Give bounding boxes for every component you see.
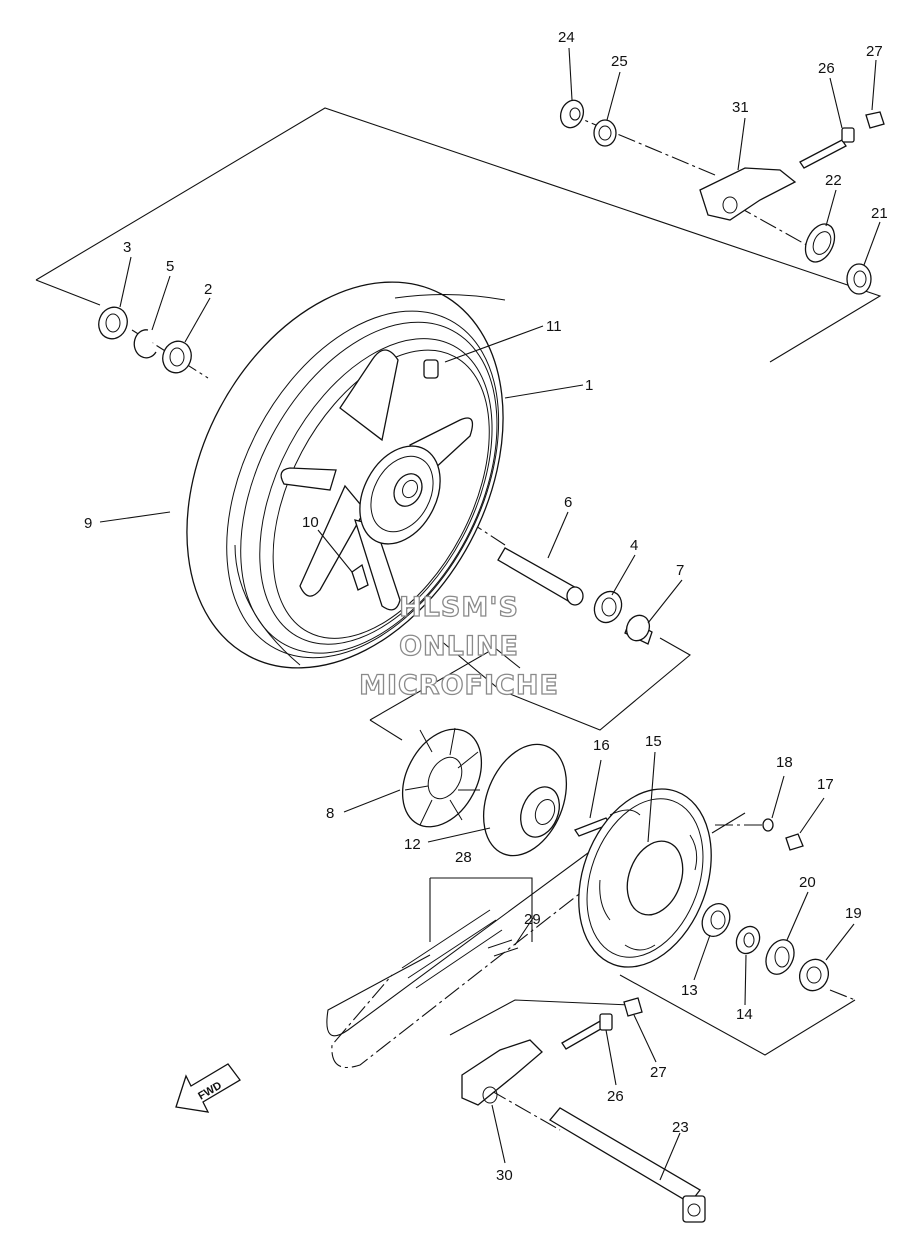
rear-sprocket xyxy=(578,788,712,968)
left-bearings xyxy=(98,306,192,374)
callout-15: 15 xyxy=(645,733,662,750)
axle-spacers xyxy=(497,547,653,645)
watermark-line-2: ONLINE xyxy=(399,631,519,662)
right-bearings xyxy=(701,818,830,992)
callout-7: 7 xyxy=(676,562,684,579)
top-right-parts xyxy=(559,99,885,295)
callout-1: 1 xyxy=(585,377,593,394)
callout-19: 19 xyxy=(845,905,862,922)
callout-26-top: 26 xyxy=(818,60,835,77)
watermark: HLSM'S ONLINE MICROFICHE xyxy=(358,591,559,701)
callout-23: 23 xyxy=(672,1119,689,1136)
callout-5: 5 xyxy=(166,258,174,275)
callout-4: 4 xyxy=(630,537,638,554)
watermark-line-1: HLSM'S xyxy=(399,592,519,623)
callout-2: 2 xyxy=(204,281,212,298)
callout-20: 20 xyxy=(799,874,816,891)
watermark-line-3: MICROFICHE xyxy=(359,670,559,701)
callout-29: 29 xyxy=(524,911,541,928)
callout-10: 10 xyxy=(302,514,319,531)
callout-27-bottom: 27 xyxy=(650,1064,667,1081)
callout-24: 24 xyxy=(558,29,575,46)
callout-17: 17 xyxy=(817,776,834,793)
rear-wheel xyxy=(186,281,506,669)
callout-14: 14 xyxy=(736,1006,753,1023)
callouts: 24 25 31 26 27 22 21 3 5 2 11 1 9 10 6 4… xyxy=(84,29,888,1184)
callout-27-top: 27 xyxy=(866,43,883,60)
fwd-arrow-icon: FWD xyxy=(175,1063,241,1113)
callout-18: 18 xyxy=(776,754,793,771)
sprocket-hub xyxy=(482,743,611,857)
callout-11: 11 xyxy=(546,318,562,335)
callout-21: 21 xyxy=(871,205,888,222)
callout-13: 13 xyxy=(681,982,698,999)
callout-30: 30 xyxy=(496,1167,513,1184)
callout-6: 6 xyxy=(564,494,572,511)
callout-22: 22 xyxy=(825,172,842,189)
callout-12: 12 xyxy=(404,836,421,853)
damper xyxy=(401,727,483,828)
callout-31: 31 xyxy=(732,99,749,116)
callout-26-bottom: 26 xyxy=(607,1088,624,1105)
callout-16: 16 xyxy=(593,737,610,754)
leader-lines xyxy=(99,47,881,1181)
callout-9: 9 xyxy=(84,515,92,532)
drive-chain xyxy=(326,821,643,1069)
callout-25: 25 xyxy=(611,53,628,70)
callout-8: 8 xyxy=(326,805,334,822)
lower-adjuster xyxy=(461,997,706,1223)
callout-28: 28 xyxy=(455,849,472,866)
callout-3: 3 xyxy=(123,239,131,256)
